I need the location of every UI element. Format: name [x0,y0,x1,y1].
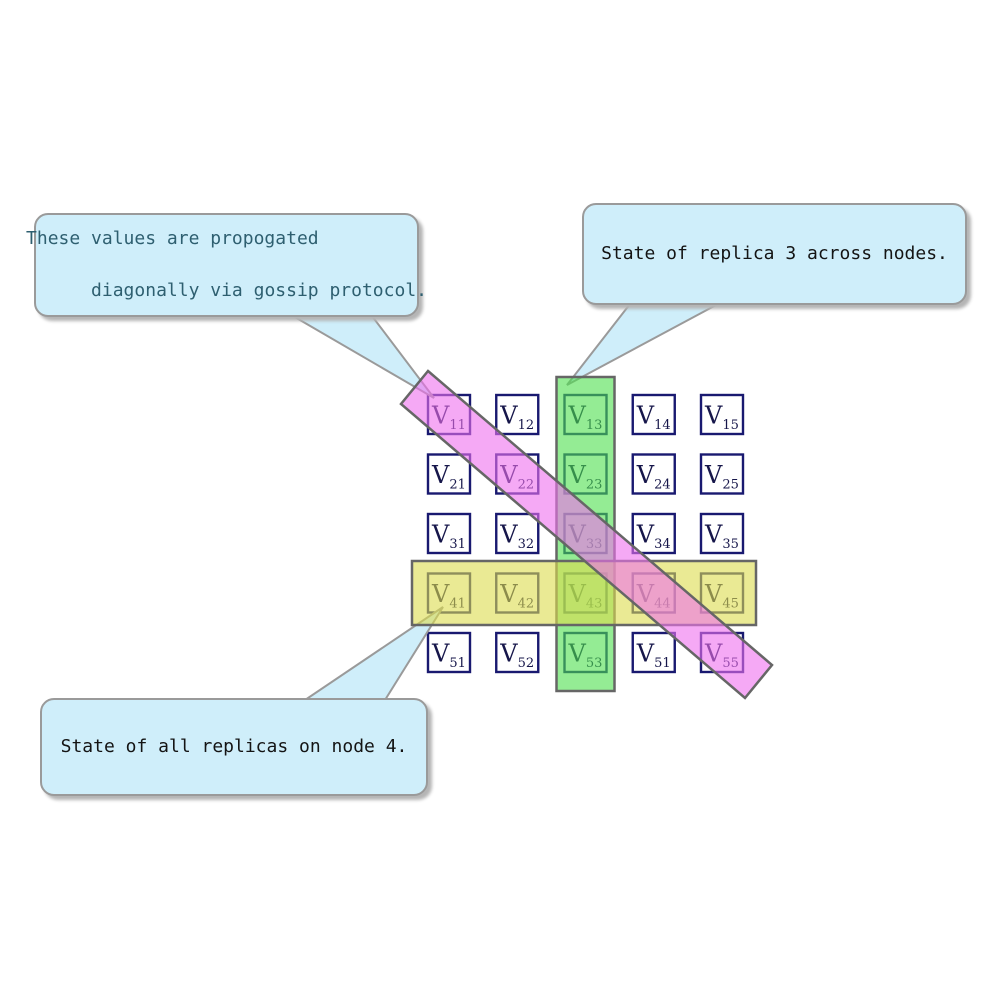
callout-node-text: State of all replicas on node 4. [61,734,408,760]
cell-box [495,512,540,555]
cell-box [631,512,676,555]
matrix-cell-v25-r2c5: V25 [699,453,745,495]
cell-box [495,393,540,436]
cell-box [426,512,472,555]
matrix-cell-v15-r1c5: V15 [699,393,745,436]
matrix-cell-v24-r2c4: V24 [631,453,676,495]
matrix-cell-v12-r1c2: V12 [495,393,540,436]
cell-label: V15 [704,402,739,434]
cell-box [631,631,676,674]
matrix-cell-v14-r1c4: V14 [631,393,676,436]
cell-box [699,453,745,495]
replica-callout-tail [566,303,719,386]
cell-label: V32 [499,521,534,553]
callout-gossip-protocol: These values are propogated diagonally v… [26,213,427,317]
callout-node-line1: State of all replicas on node 4. [60,736,408,757]
cell-box [631,393,676,436]
cell-box [631,453,676,495]
matrix-cell-v51-r5c4: V51 [631,631,676,674]
cell-label: V31 [431,521,466,553]
callout-node-4: State of all replicas on node 4. [40,698,428,796]
cell-box [495,631,540,674]
callout-replica-text: State of replica 3 across nodes. [601,241,948,267]
cell-box [699,393,745,436]
matrix-cell-v34-r3c4: V34 [631,512,676,555]
gossip-callout-tail [289,315,435,399]
matrix-cell-v31-r3c1: V31 [426,512,472,555]
callout-gossip-line1: These values are propogated [26,228,319,249]
callout-gossip-text: These values are propogated diagonally v… [26,226,427,304]
callout-replica-line1: State of replica 3 across nodes. [601,243,948,264]
cell-box [426,631,472,674]
callout-gossip-line2: diagonally via gossip protocol. [91,280,427,301]
matrix-cell-v35-r3c5: V35 [699,512,745,555]
callout-tails [289,303,719,701]
matrix-cell-v51-r5c1: V51 [426,631,472,674]
matrix-cell-v32-r3c2: V32 [495,512,540,555]
matrix-cell-v21-r2c1: V21 [426,453,472,495]
cell-box [699,512,745,555]
cell-box [426,453,472,495]
highlight-bands [399,369,774,700]
callout-replica-3: State of replica 3 across nodes. [582,203,967,305]
gossip-diagonal-highlight [399,369,774,700]
matrix-cell-v52-r5c2: V52 [495,631,540,674]
